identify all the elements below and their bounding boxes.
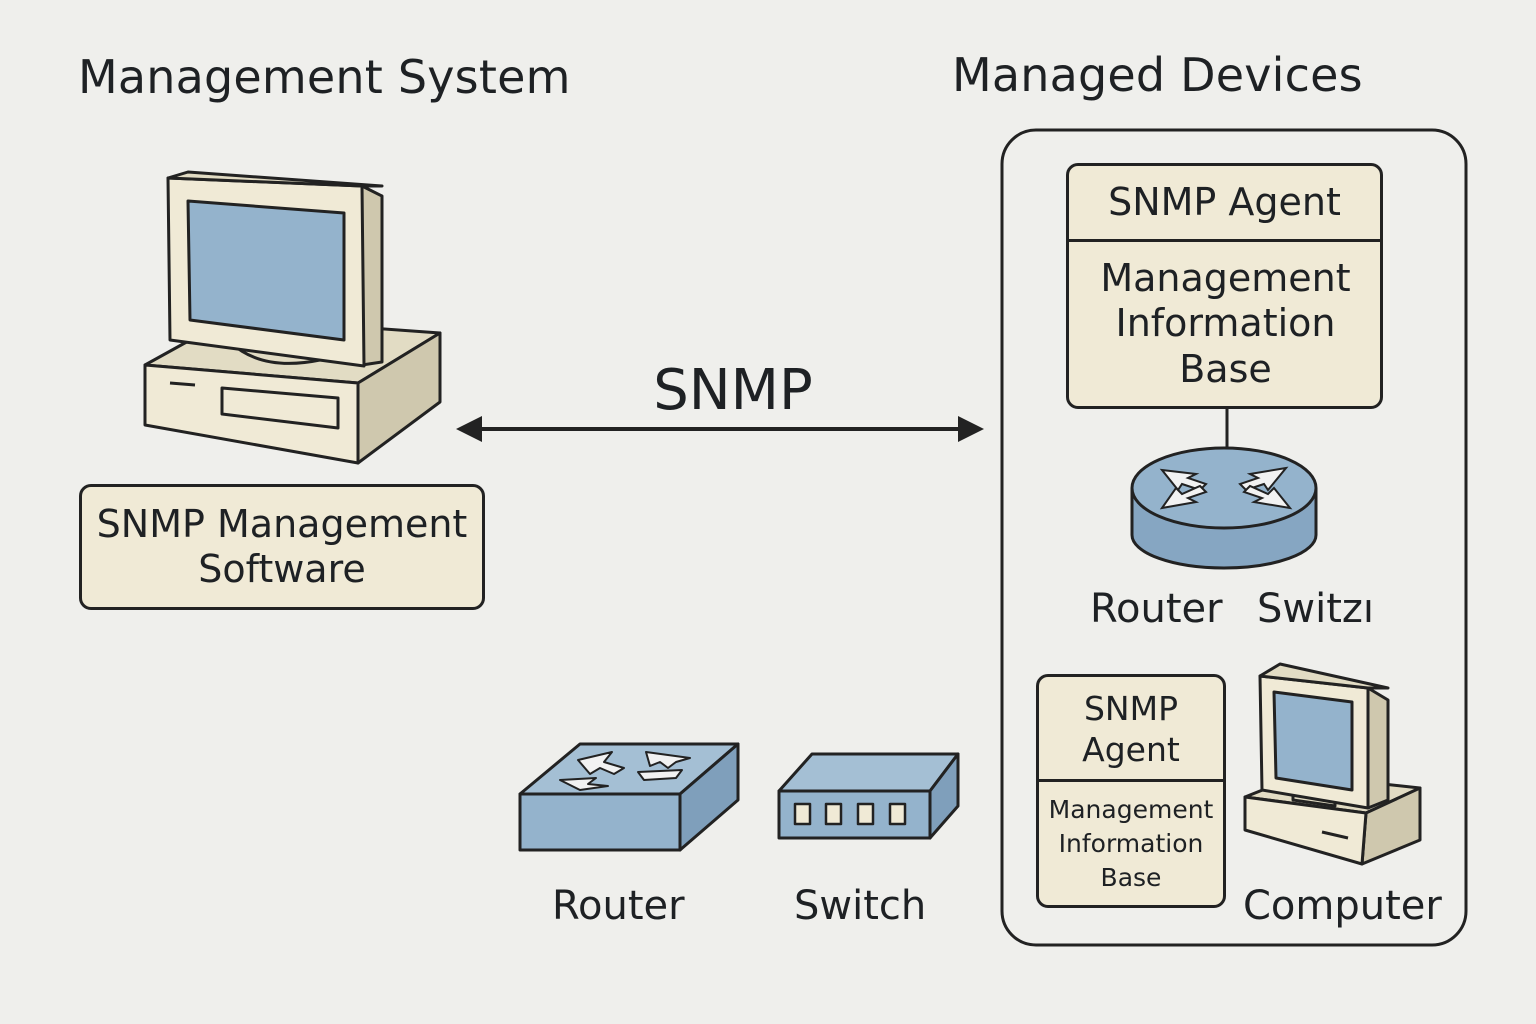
- managed-devices-container: [1000, 128, 1468, 947]
- snmp-agent-cell-2: SNMP Agent: [1061, 677, 1201, 781]
- standalone-switch-label: Switch: [794, 883, 927, 929]
- device-label-router: Router: [1090, 586, 1223, 632]
- snmp-agent-label: SNMP Agent: [1108, 179, 1341, 224]
- switch-icon: [777, 752, 960, 840]
- snmp-management-software-label: SNMP Management Software: [96, 502, 468, 591]
- managed-devices-heading: Managed Devices: [952, 48, 1363, 102]
- device-label-switch: Switzı: [1257, 586, 1375, 632]
- mib-label-2: Management Information Base: [1048, 795, 1214, 892]
- standalone-router-label: Router: [552, 883, 685, 929]
- snmp-protocol-label: SNMP: [653, 358, 813, 423]
- snmp-agent-label-2: SNMP Agent: [1082, 688, 1180, 769]
- managed-computer-icon: [1243, 662, 1422, 866]
- standalone-router-icon: [518, 742, 740, 852]
- agent-mib-stack-top: SNMP Agent Management Information Base: [1066, 163, 1383, 409]
- management-computer-icon: [143, 170, 442, 465]
- agent-mib-divider: [1039, 779, 1223, 782]
- snmp-agent-cell: SNMP Agent: [1069, 166, 1380, 242]
- double-arrow-icon: [456, 416, 984, 442]
- management-system-heading: Management System: [78, 50, 571, 104]
- mib-cell: Management Information Base: [1083, 245, 1368, 403]
- agent-mib-stack-bottom: SNMP Agent Management Information Base: [1036, 674, 1226, 908]
- mib-cell-2: Management Information Base: [1045, 785, 1217, 903]
- device-label-computer: Computer: [1243, 883, 1442, 929]
- router-icon: [1130, 446, 1318, 570]
- mib-label: Management Information Base: [1100, 255, 1351, 391]
- snmp-management-software-box: SNMP Management Software: [79, 484, 485, 610]
